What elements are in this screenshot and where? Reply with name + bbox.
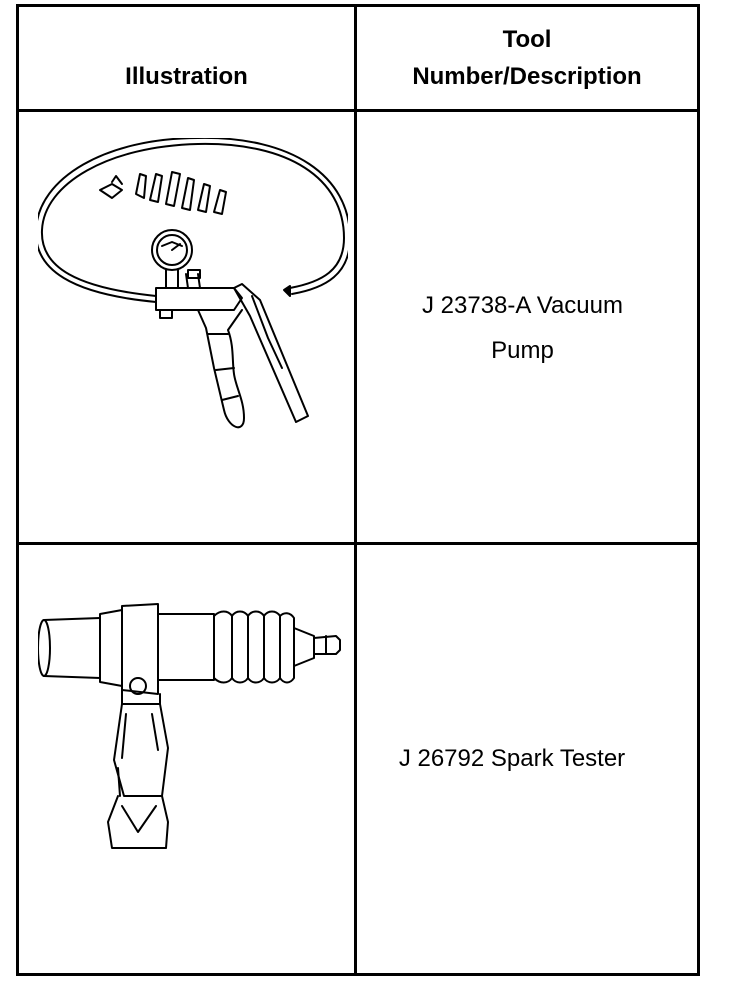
header-tool-number-description: Tool Number/Description [357, 21, 697, 95]
table-column-divider [354, 4, 357, 976]
row2-description: J 26792 Spark Tester [398, 745, 626, 772]
table-border-top [16, 4, 700, 7]
table-border-right [697, 4, 700, 976]
table-header-divider [16, 109, 700, 112]
vacuum-pump-icon [38, 138, 348, 442]
spark-tester-icon [38, 600, 344, 850]
table-row-divider [16, 542, 700, 545]
header-tool-line1: Tool [502, 26, 552, 53]
row1-description-line1: J 23738-A Vacuum [421, 292, 623, 319]
table-border-bottom [16, 973, 700, 976]
header-tool-line2: Number/Description [412, 63, 642, 90]
table-border-left [16, 4, 19, 976]
row1-description-line2: Pump [491, 337, 554, 364]
row1-description: J 23738-A Vacuum Pump [340, 283, 705, 373]
header-illustration: Illustration [125, 63, 248, 90]
